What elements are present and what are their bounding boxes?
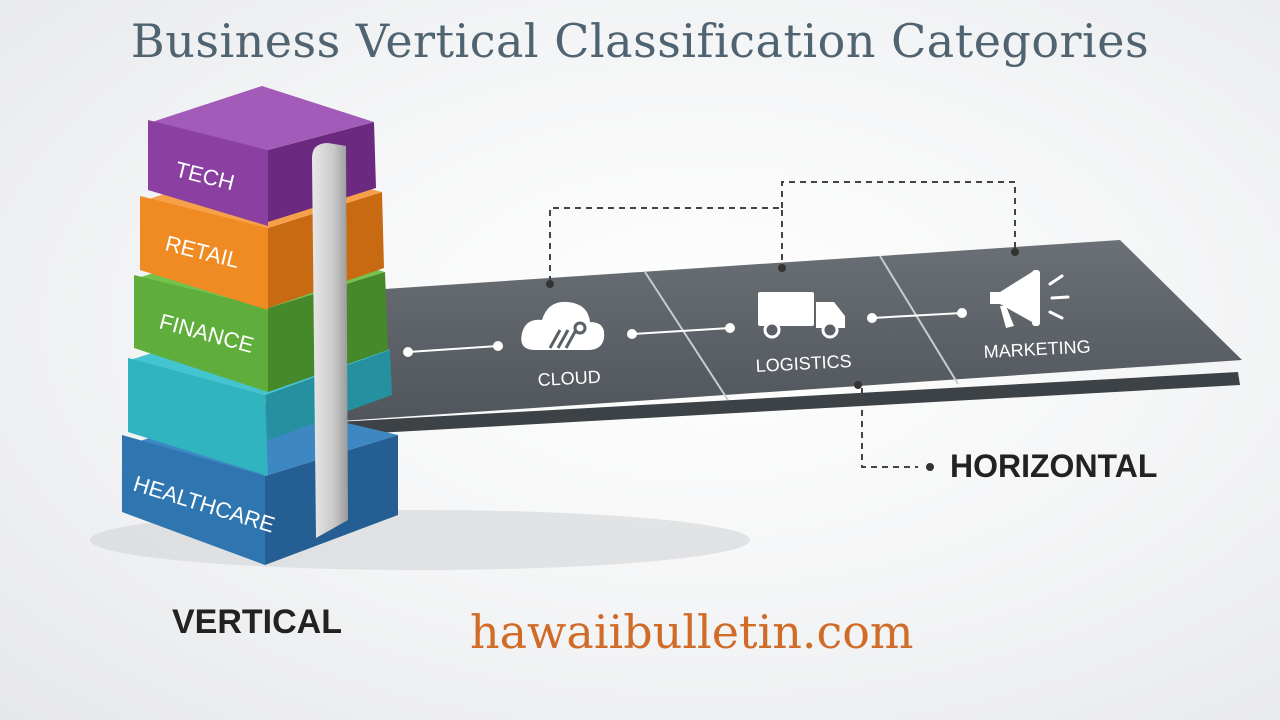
- vertical-stack: HEALTHCARE FINANCE RETAIL TECH: [122, 86, 398, 565]
- page-title: Business Vertical Classification Categor…: [130, 14, 1150, 68]
- watermark-text: hawaiibulletin.com: [470, 605, 914, 659]
- truck-icon: [758, 292, 845, 339]
- dotted-connectors: [549, 181, 1016, 468]
- megaphone-icon: [990, 270, 1070, 328]
- board-top: [282, 240, 1242, 425]
- cloud-icon: [521, 301, 605, 350]
- flow-links: [403, 308, 967, 357]
- category-label-cloud: CLOUD: [537, 367, 601, 390]
- board-divider: [879, 255, 959, 385]
- stack-pillar: [312, 143, 348, 538]
- vertical-caption: VERTICAL: [172, 603, 342, 641]
- connector-dots: [546, 248, 1019, 471]
- board-divider: [644, 271, 729, 401]
- horizontal-caption: HORIZONTAL: [950, 448, 1158, 484]
- horizontal-board: [282, 240, 1242, 438]
